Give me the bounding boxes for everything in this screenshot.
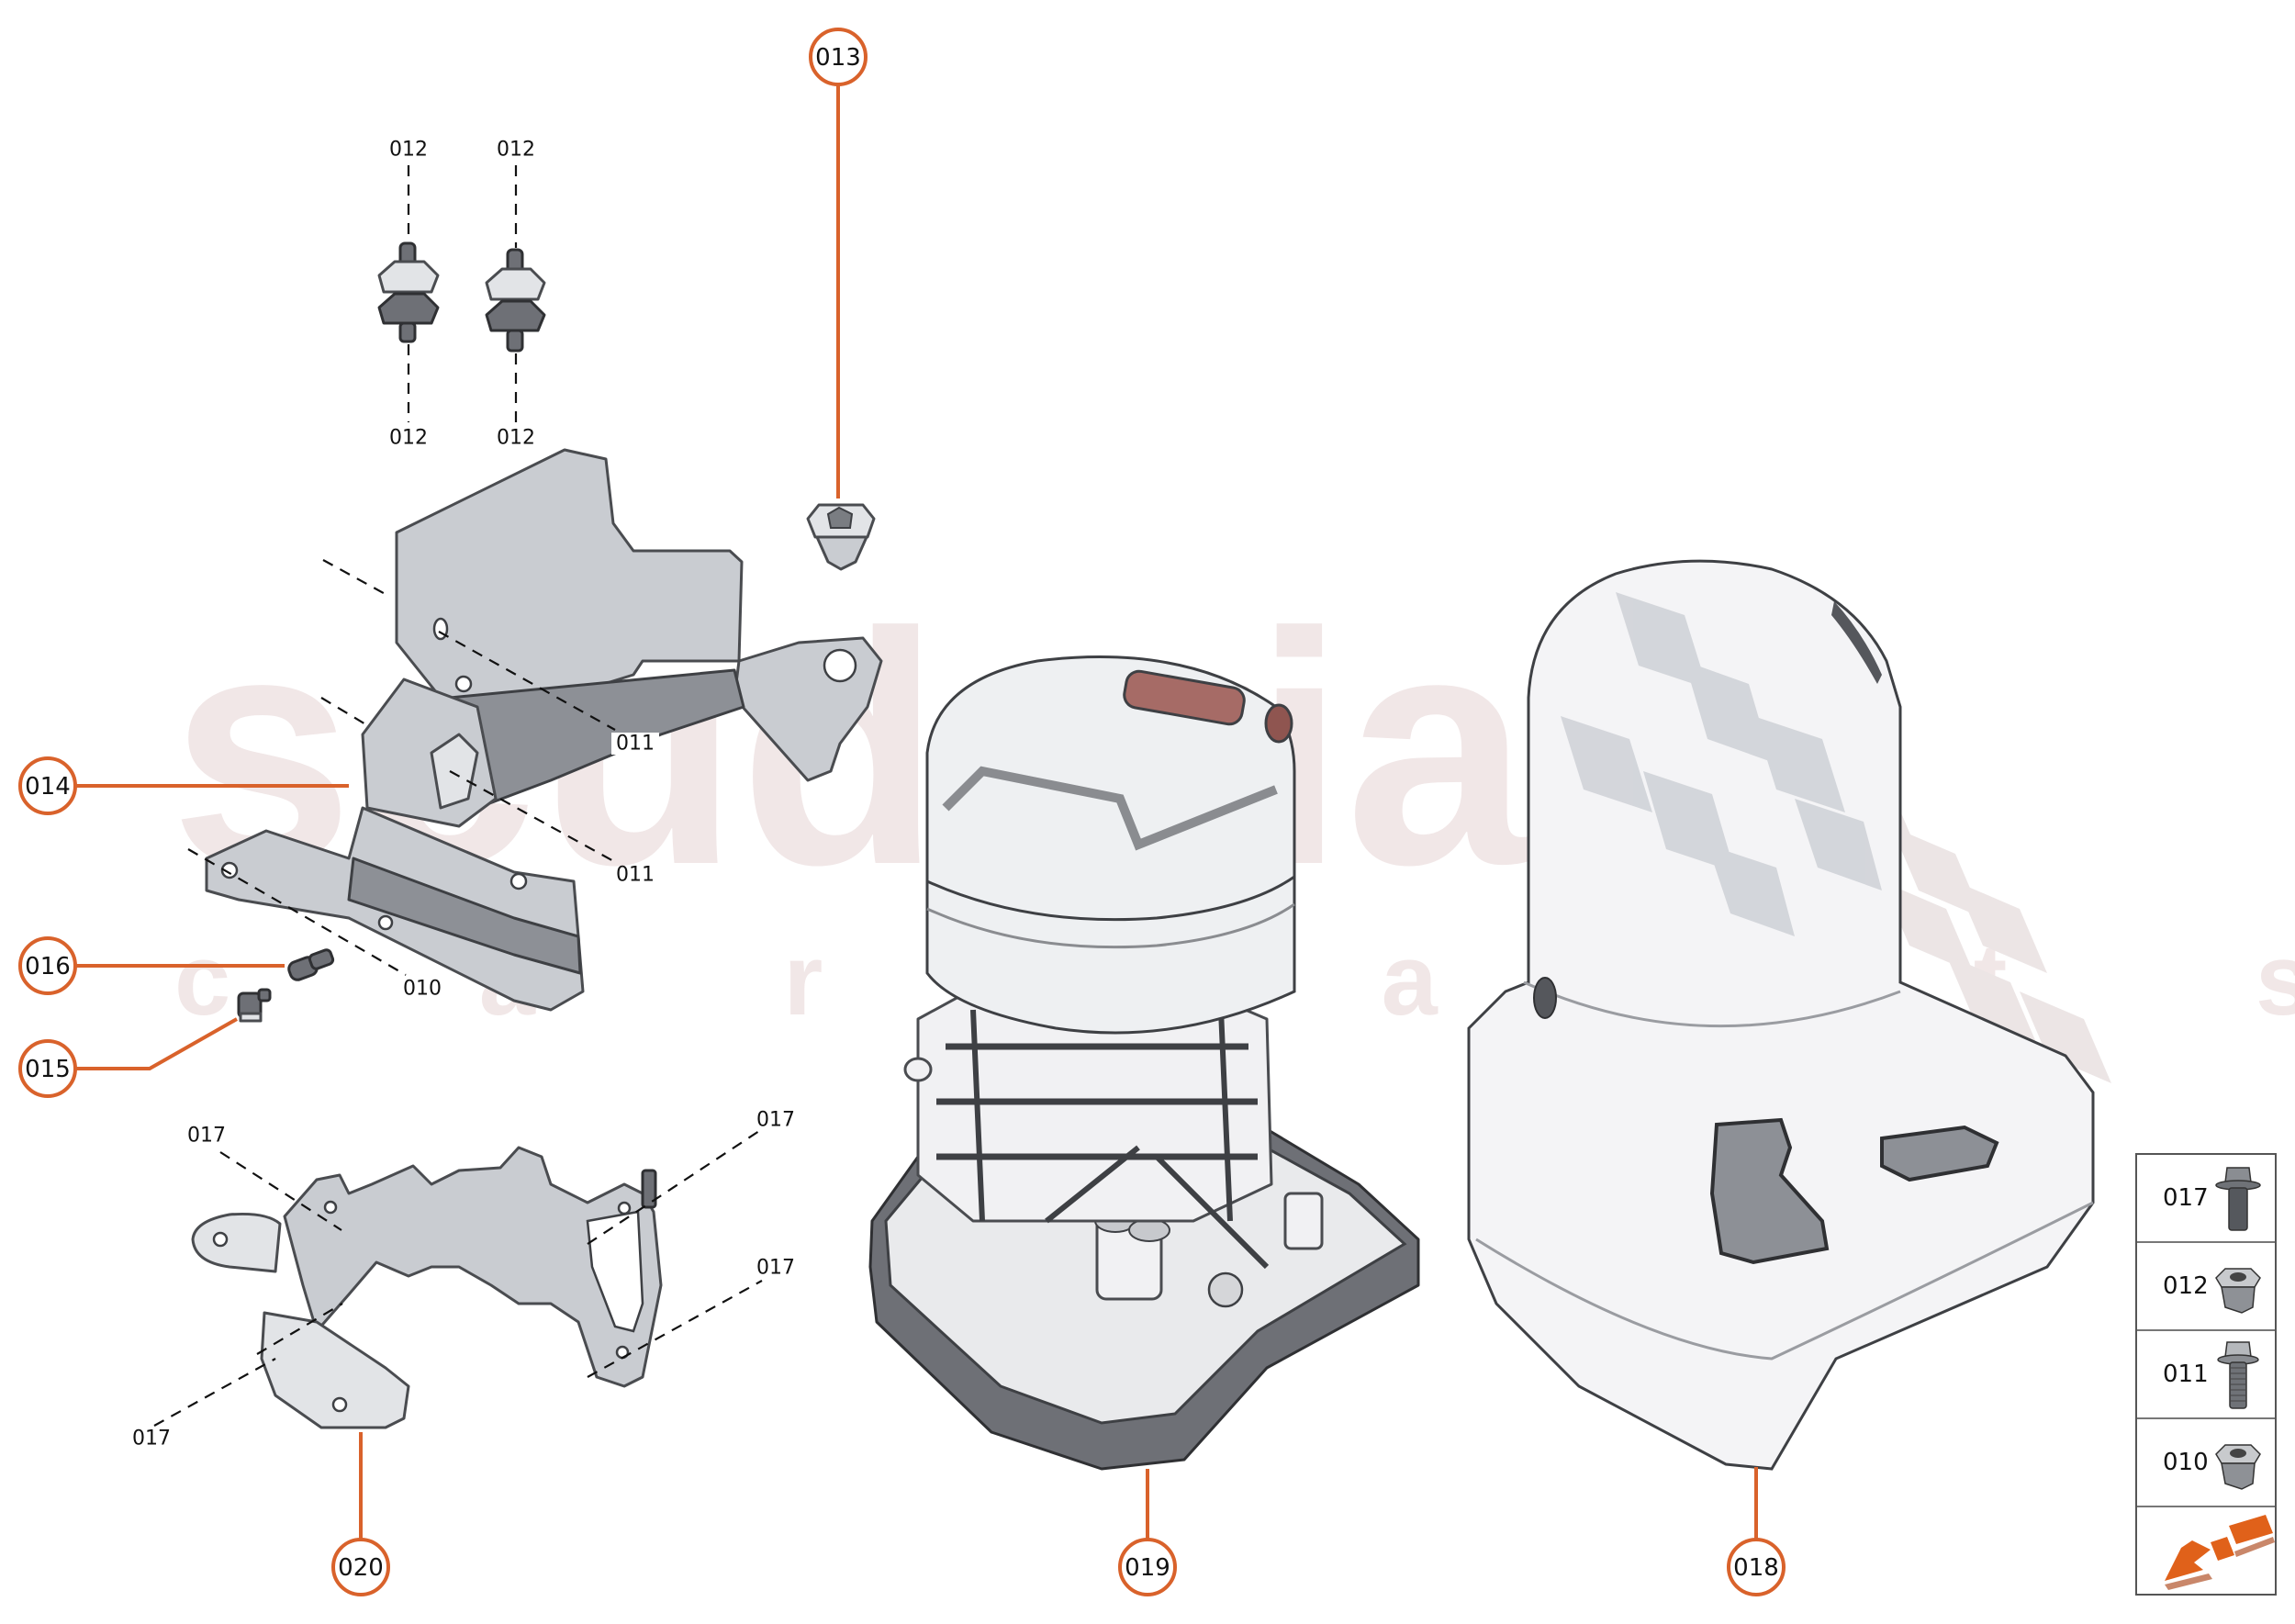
mounting-bracket-014[interactable] [205, 448, 883, 1012]
pump-cover-018[interactable] [1467, 559, 2095, 1471]
orange-direction-arrow-icon [2165, 1515, 2275, 1590]
ref-label-012: 012 [497, 139, 535, 162]
callout-label: 014 [25, 773, 71, 801]
flange-nut-icon [2215, 1268, 2261, 1314]
legend-code: 010 [2163, 1449, 2209, 1476]
callout-016[interactable]: 016 [18, 936, 285, 995]
legend-row-011[interactable]: 011 [2137, 1331, 2275, 1419]
flange-bolt-short-icon [2215, 1167, 2261, 1231]
callout-label: 018 [1733, 1554, 1779, 1582]
callout-013[interactable]: 013 [809, 28, 868, 498]
callout-020[interactable]: 020 [331, 1432, 390, 1596]
pump-assembly-019[interactable] [868, 655, 1420, 1471]
flange-nut-icon [2215, 1444, 2261, 1490]
callout-015[interactable]: 015 [18, 1017, 238, 1098]
checkered-flag-pattern [1561, 592, 1882, 936]
legend-code: 011 [2163, 1361, 2209, 1388]
ref-label-012: 012 [389, 139, 428, 162]
fastener-legend: 017 012 011 010 [2135, 1153, 2277, 1596]
callout-label: 015 [25, 1056, 71, 1083]
ref-label-012: 012 [389, 427, 428, 450]
ref-label-011: 011 [616, 864, 655, 887]
callout-label: 016 [25, 953, 71, 980]
hose-clip-015[interactable] [237, 988, 272, 1023]
support-bracket-020[interactable] [191, 1146, 663, 1429]
callout-label: 013 [815, 44, 861, 72]
legend-arrow-row[interactable] [2137, 1507, 2275, 1596]
legend-row-017[interactable]: 017 [2137, 1155, 2275, 1243]
legend-code: 017 [2163, 1184, 2209, 1212]
isolator-mount-right[interactable] [485, 248, 546, 353]
ref-label-011: 011 [616, 733, 655, 756]
callout-label: 019 [1125, 1554, 1170, 1582]
legend-row-010[interactable]: 010 [2137, 1419, 2275, 1507]
legend-row-012[interactable]: 012 [2137, 1243, 2275, 1331]
label-bg [611, 733, 659, 755]
callout-014[interactable]: 014 [18, 756, 349, 815]
callout-019[interactable]: 019 [1118, 1469, 1177, 1596]
ref-label-017: 017 [187, 1125, 226, 1148]
ref-label-017: 017 [756, 1109, 795, 1132]
callout-label: 020 [338, 1554, 384, 1582]
callout-018[interactable]: 018 [1727, 1467, 1786, 1596]
ref-label-010: 010 [403, 978, 442, 1001]
legend-code: 012 [2163, 1272, 2209, 1300]
clip-nut-013[interactable] [806, 503, 876, 571]
ref-label-017: 017 [756, 1257, 795, 1280]
ref-label-017: 017 [132, 1428, 171, 1450]
ref-label-012: 012 [497, 427, 535, 450]
flange-bolt-threaded-icon [2217, 1341, 2259, 1409]
hose-connector-016[interactable] [286, 948, 335, 981]
isolator-mount-left[interactable] [377, 241, 440, 343]
